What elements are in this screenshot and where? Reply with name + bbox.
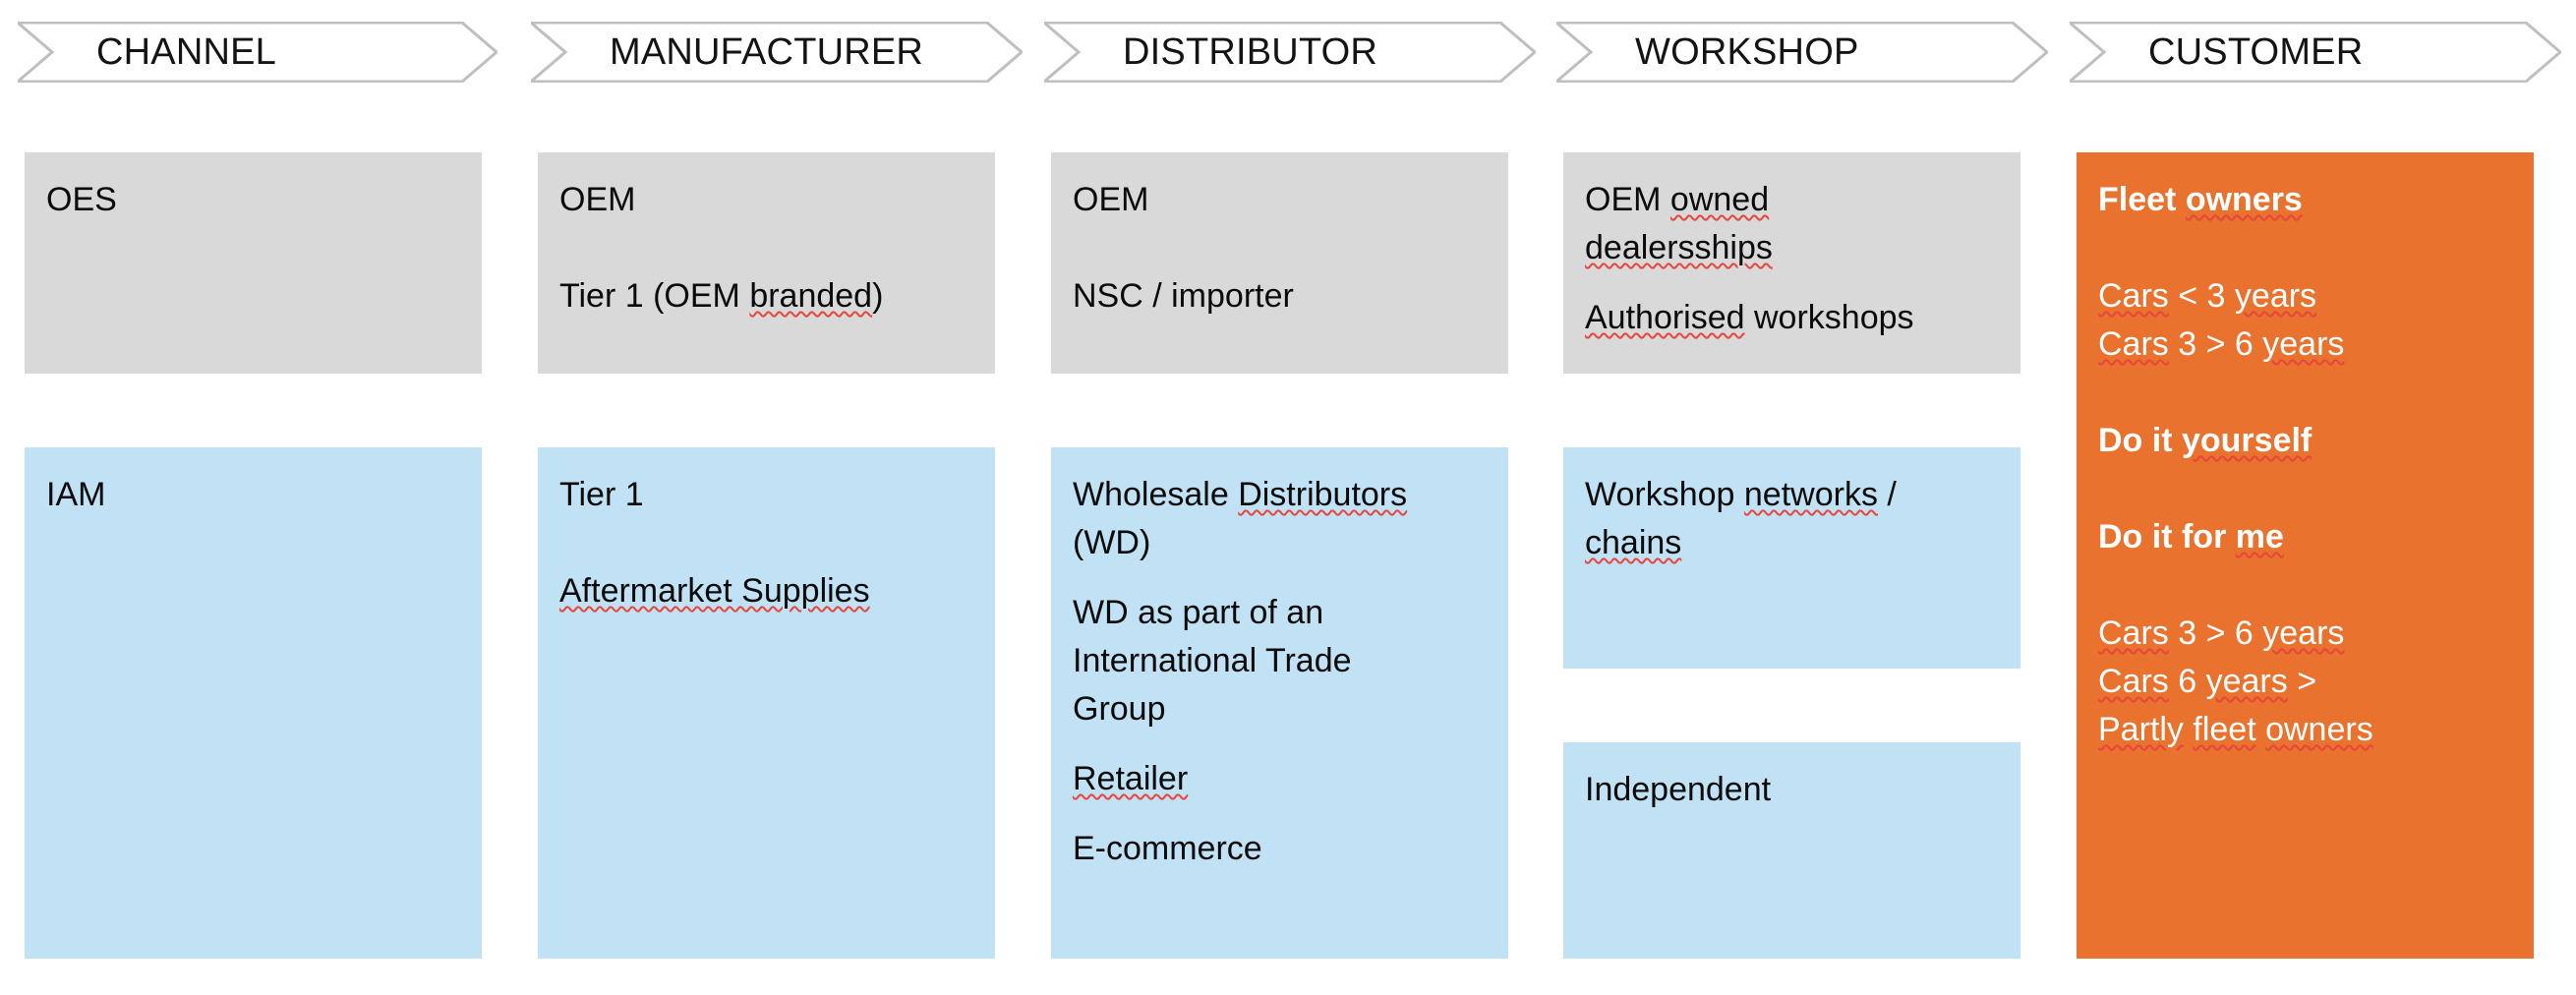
box-workshop-independent[interactable]: Independent [1563,742,2020,959]
spacer [1073,567,1487,589]
header-label-workshop: WORKSHOP [1635,31,1859,73]
box-line: Tier 1 (OEM branded) [559,277,884,315]
header-chevron-customer[interactable]: CUSTOMER [2070,22,2561,83]
box-line: Tier 1 [559,476,644,513]
box-line-heading: Do it for me [2098,518,2284,556]
spellcheck-word: years [2262,325,2345,363]
box-manufacturer-oes[interactable]: OEM Tier 1 (OEM branded) [538,152,995,374]
spellcheck-word: years [2234,277,2317,315]
header-chevron-distributor[interactable]: DISTRIBUTOR [1044,22,1536,83]
box-line: Wholesale Distributors(WD) [1073,476,1408,561]
spellcheck-word: Cars [2098,663,2169,700]
spellcheck-word: networks [1743,476,1878,513]
box-workshop-networks[interactable]: Workshop networks /chains [1563,447,2020,669]
box-manufacturer-iam[interactable]: Tier 1 Aftermarket Supplies [538,447,995,959]
box-line: Partly fleet owners [2098,706,2512,754]
box-line: OEM [1073,181,1149,218]
spellcheck-word: Authorised [1585,299,1745,336]
box-channel-oes[interactable]: OES [25,152,482,374]
header-chevron-manufacturer[interactable]: MANUFACTURER [531,22,1023,83]
box-channel-iam[interactable]: IAM [25,447,482,959]
header-label-channel: CHANNEL [96,31,276,73]
chevron-shape-icon [18,22,498,83]
header-chevron-channel[interactable]: CHANNEL [18,22,498,83]
box-line: Cars 6 years > [2098,663,2317,700]
box-customer-segments[interactable]: Fleet owners Cars < 3 years Cars 3 > 6 y… [2077,152,2534,959]
box-line: Independent [1585,771,1772,808]
box-line: OES [46,181,117,218]
box-line: Cars 3 > 6 years [2098,325,2345,363]
spacer [559,224,973,272]
box-line: IAM [46,476,106,513]
spellcheck-word: Cars [2098,615,2169,652]
chevron-shape-icon [1556,22,2048,83]
box-distributor-oes[interactable]: OEM NSC / importer [1051,152,1508,374]
box-line: Cars 3 > 6 years [2098,615,2345,652]
spellcheck-word: Cars [2098,325,2169,363]
box-line: E-commerce [1073,830,1262,867]
box-line: Workshop networks /chains [1585,476,1897,561]
spellcheck-word: owned [1669,181,1770,218]
box-line: Aftermarket Supplies [559,567,973,615]
spacer [559,519,973,567]
header-chevron-workshop[interactable]: WORKSHOP [1556,22,2048,83]
spellcheck-word: Cars [2098,277,2169,315]
spellcheck-word: chains [1585,524,1682,561]
spellcheck-word: owners [2265,711,2373,748]
spacer [1073,803,1487,825]
header-label-manufacturer: MANUFACTURER [610,31,924,73]
box-line: NSC / importer [1073,277,1294,315]
box-line: Retailer [1073,755,1487,803]
spellcheck-word: years [2262,615,2345,652]
box-line-heading: Do it yourself [2098,422,2313,459]
spellcheck-word: dealersships [1585,229,1773,266]
box-line-heading: Fleet owners [2098,181,2303,218]
spellcheck-word: fleet [2193,711,2256,748]
spacer [2098,369,2512,417]
box-distributor-iam[interactable]: Wholesale Distributors(WD) WD as part of… [1051,447,1508,959]
spellcheck-word: Partly [2098,711,2184,748]
chevron-shape-icon [531,22,1023,83]
header-label-customer: CUSTOMER [2148,31,2364,73]
spellcheck-word: Aftermarket Supplies [559,572,870,610]
box-line: OEM [559,181,636,218]
chevron-shape-icon [1044,22,1536,83]
spellcheck-word: years [2205,663,2288,700]
header-label-distributor: DISTRIBUTOR [1123,31,1378,73]
spacer [2098,465,2512,513]
spellcheck-word: Retailer [1073,760,1189,797]
spellcheck-word: owners [2185,181,2303,218]
box-line: Cars < 3 years [2098,277,2317,315]
spacer [2098,224,2512,272]
spacer [2098,561,2512,610]
chevron-shape-icon [2070,22,2561,83]
spellcheck-word: Distributors [1238,476,1408,513]
spellcheck-word: me [2235,518,2284,556]
box-line: Authorised workshops [1585,299,1914,336]
spellcheck-word: branded [749,277,873,315]
spacer [1073,224,1487,272]
spacer [1073,733,1487,755]
spacer [1585,272,1999,294]
spellcheck-word: yourself [2181,422,2313,459]
